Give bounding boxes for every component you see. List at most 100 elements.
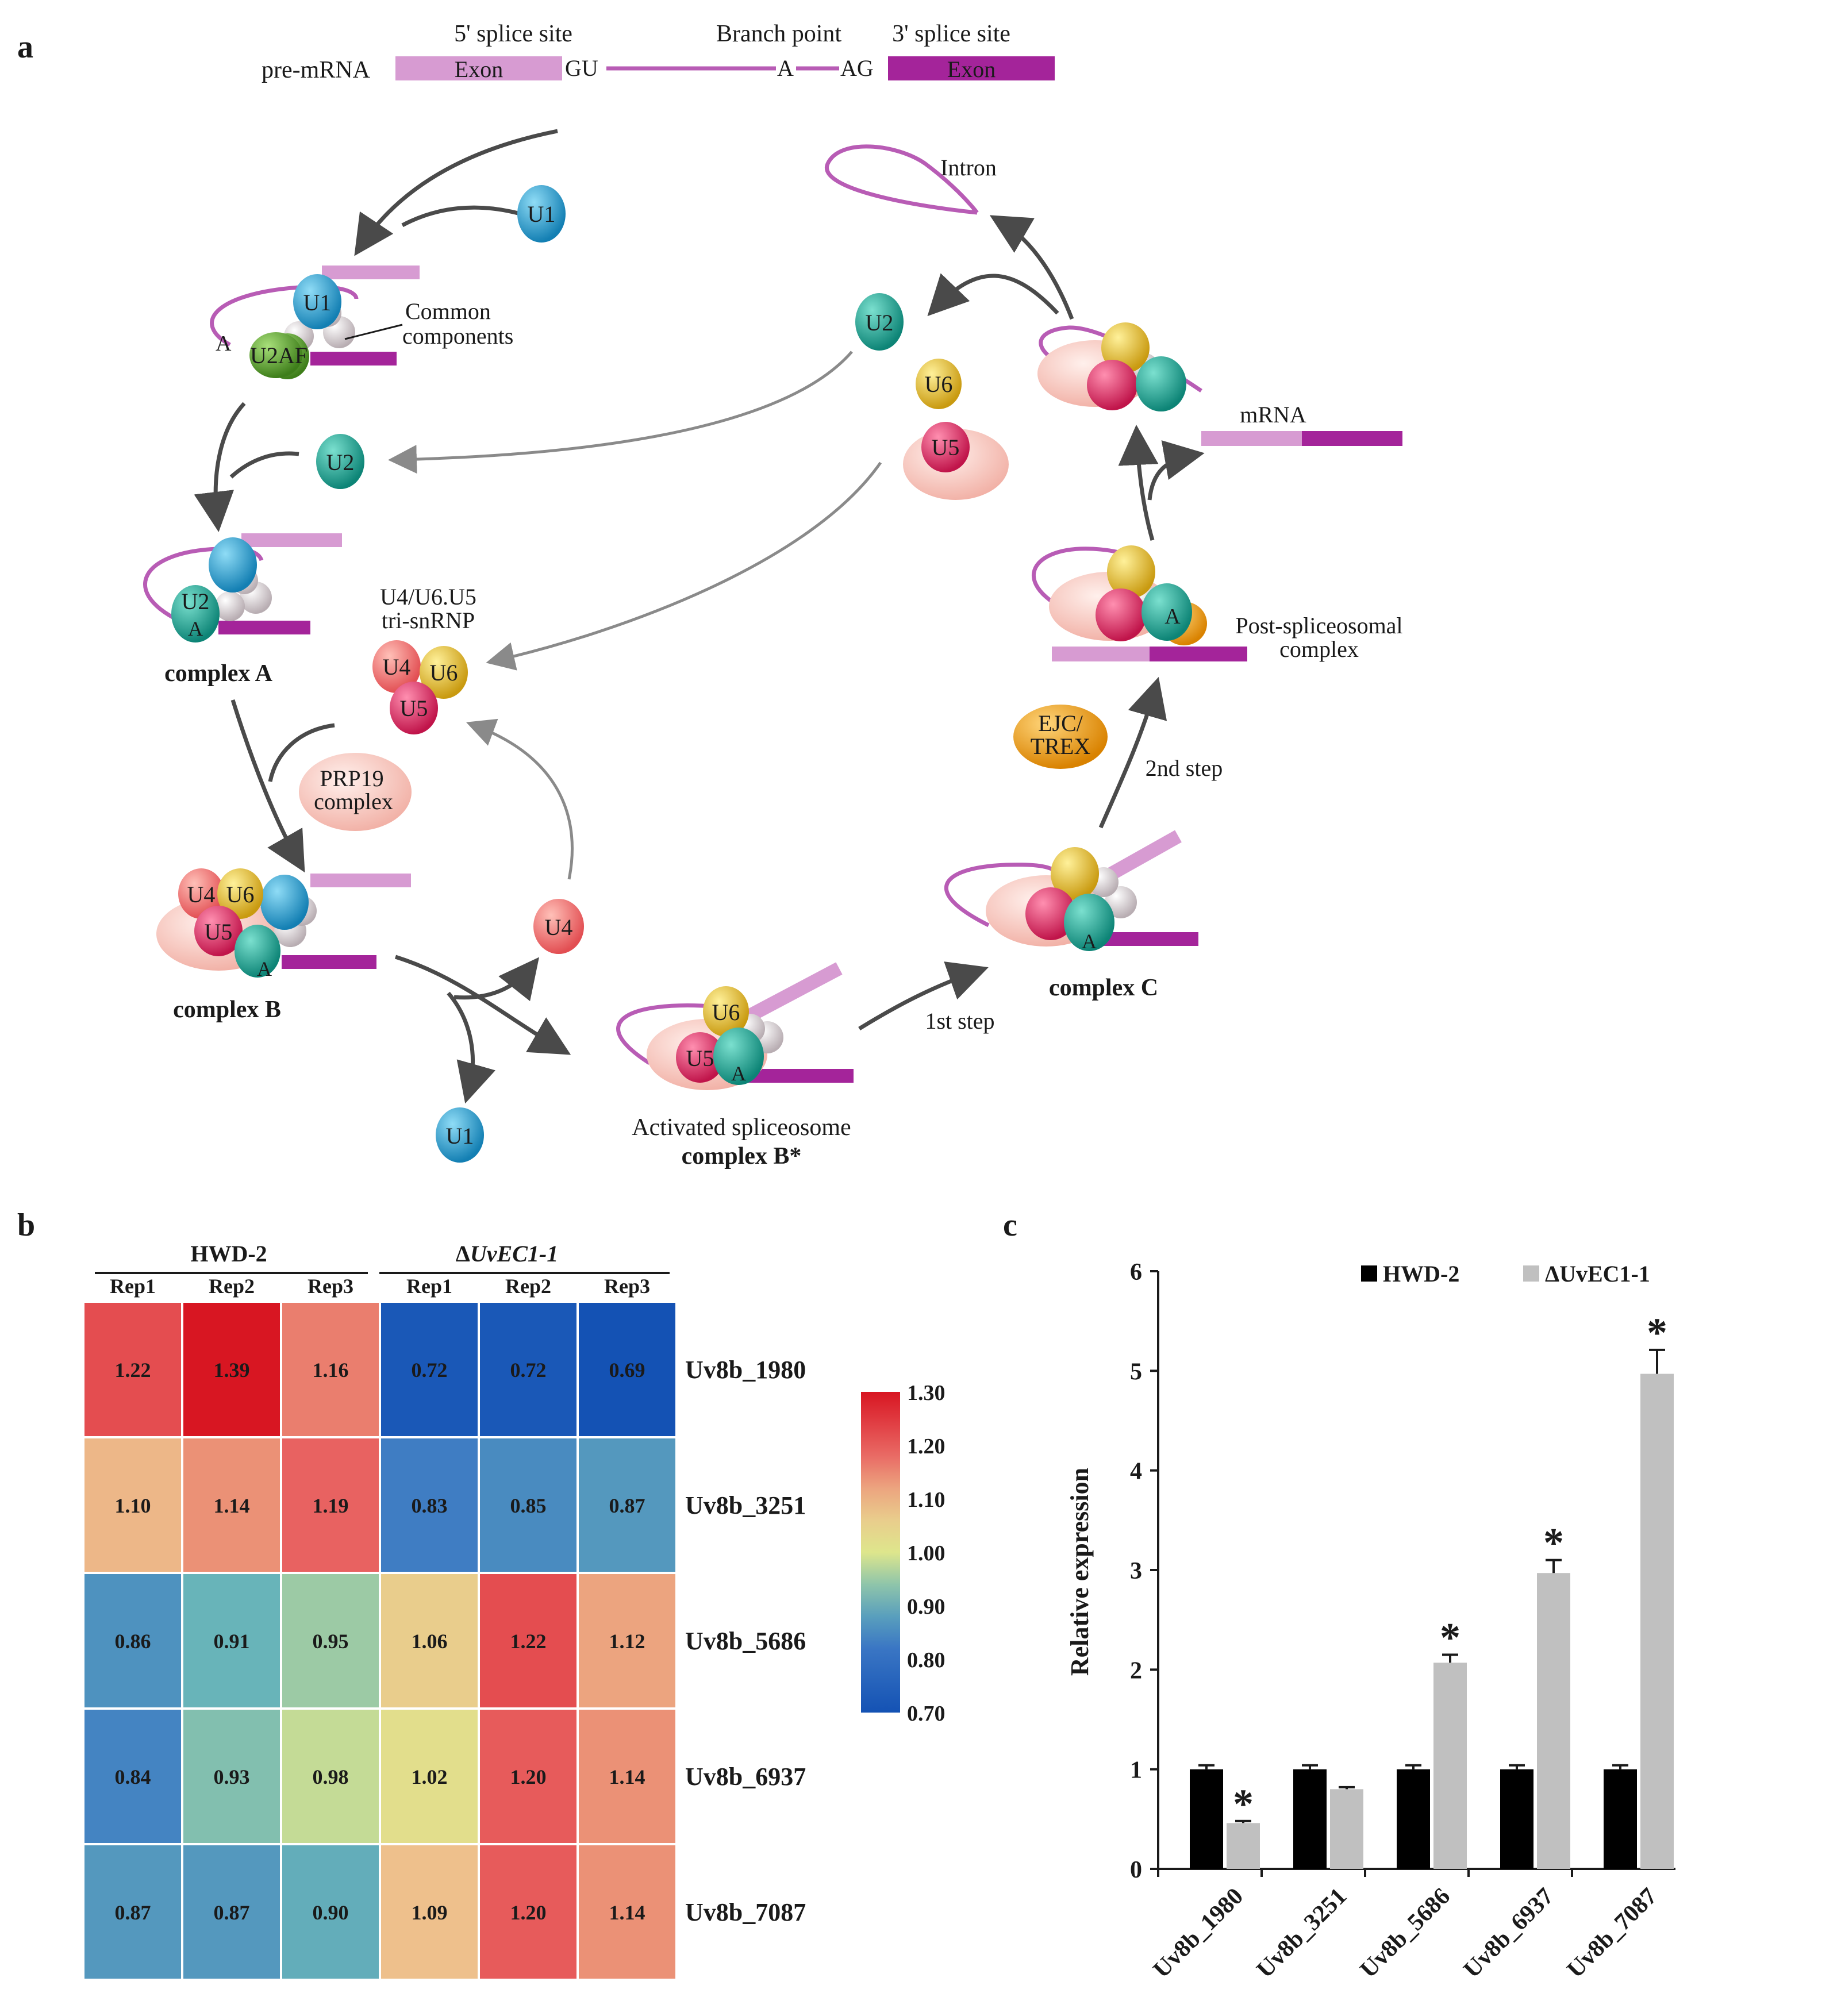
heatmap-value: 1.12 <box>609 1630 645 1653</box>
heatmap-value: 1.20 <box>510 1901 547 1924</box>
bstar-label-2: complex B* <box>682 1143 802 1169</box>
u4-ball <box>533 899 584 954</box>
mrna: mRNA <box>1201 402 1402 446</box>
arrow-tri-join <box>268 723 335 782</box>
heatmap-cell <box>82 1707 183 1845</box>
arrow-bstar-to-c <box>858 961 989 1030</box>
e-exon-light <box>322 266 420 279</box>
arrow-to-mrna-branch <box>1147 440 1205 501</box>
exon-2 <box>888 56 1055 80</box>
heatmap-cell <box>181 1301 282 1438</box>
ejc-label-1: EJC/ <box>1038 710 1083 736</box>
heatmap-value: 0.69 <box>609 1359 645 1382</box>
significance-star: * <box>1647 1310 1667 1356</box>
u2-particle-left: U2 <box>316 434 364 489</box>
b-u4-label: U4 <box>187 882 216 907</box>
u2-right-label: U2 <box>866 310 894 336</box>
c-u2-ball <box>1064 894 1114 951</box>
post-u6-ball <box>1107 545 1155 598</box>
tri-u6-label: U6 <box>430 660 458 686</box>
u1-particle: U1 <box>517 185 566 243</box>
arrow-b-to-bstar <box>394 955 571 1055</box>
mrna-exon-light <box>1201 431 1302 446</box>
b-u5-ball <box>194 906 243 956</box>
complex-a-label: complex A <box>164 660 272 687</box>
chart-legend: HWD-2 ΔUvEC1-1 <box>1361 1261 1650 1287</box>
u1-released: U1 <box>436 1107 484 1163</box>
u1-label: U1 <box>528 201 556 227</box>
u2-left-ball <box>316 434 364 489</box>
significance-star: * <box>1440 1614 1460 1660</box>
e-common-2: components <box>402 323 513 349</box>
rep-header: Rep1 <box>110 1275 156 1298</box>
heatmap-value: 1.02 <box>412 1765 448 1788</box>
arrow-to-u2-right <box>927 273 1059 317</box>
complex-c-label: complex C <box>1049 975 1158 1001</box>
colorbar-tick: 1.30 <box>907 1381 946 1405</box>
a-u2-label: U2 <box>182 588 210 614</box>
heatmap-value: 1.14 <box>214 1494 250 1517</box>
bar-hwd <box>1293 1769 1327 1869</box>
a-exon-light <box>241 533 342 547</box>
heatmap-cell <box>576 1707 678 1845</box>
heatmap-value: 0.91 <box>214 1630 250 1653</box>
bstar-u6-ball <box>703 986 749 1037</box>
e-common-1: Common <box>405 298 491 324</box>
arrow-u4-recycle <box>466 718 574 880</box>
intron-loop <box>825 144 979 215</box>
intron-label: Intron <box>940 155 997 180</box>
u5-free-label: U5 <box>932 434 960 460</box>
e-a-label: A <box>216 332 232 356</box>
u2-left-label: U2 <box>326 449 355 475</box>
heatmap-value: 0.95 <box>313 1630 349 1653</box>
tri-title-1: U4/U6.U5 <box>380 584 476 610</box>
bar-hwd <box>1500 1769 1533 1869</box>
colorbar-tick: 1.20 <box>907 1434 946 1459</box>
arrow-u1-release <box>447 991 496 1104</box>
tri-snrnp: U4/U6.U5 tri-snRNP U4 U6 U5 <box>372 584 476 734</box>
gene-label: Uv8b_6937 <box>685 1763 806 1791</box>
prp19-label-1: PRP19 <box>320 765 383 791</box>
a-a-label: A <box>188 617 203 640</box>
bstar-label-1: Activated spliceosome <box>632 1114 851 1141</box>
post-u2-ball <box>1142 583 1192 641</box>
y-tick-label: 2 <box>1130 1657 1142 1684</box>
colorbar-tick: 1.10 <box>907 1488 946 1512</box>
branch-label: Branch point <box>716 21 841 47</box>
bstar-a-label: A <box>731 1062 746 1085</box>
a-exon-dark <box>218 621 310 634</box>
legend-swatch-mut <box>1523 1265 1539 1282</box>
panel-a: a pre-mRNA Exon GU A AG Exon 5' splice s… <box>17 21 1403 1169</box>
heatmap-value: 1.20 <box>510 1765 547 1788</box>
heatmap-cell <box>379 1436 480 1574</box>
u5-free-ball <box>921 422 970 472</box>
post-u5-ball <box>1096 588 1146 641</box>
x-tick-label: Uv8b_6937 <box>1459 1883 1559 1983</box>
bstar-exon-dark <box>744 1069 854 1083</box>
post-spliceosomal-complex: A Post-spliceosomal complex <box>1032 545 1403 662</box>
y-tick-label: 5 <box>1130 1359 1142 1385</box>
heatmap-cell <box>82 1843 183 1981</box>
e-exon-dark <box>310 352 397 366</box>
post-label-1: Post-spliceosomal <box>1235 613 1402 638</box>
heatmap-value: 1.22 <box>510 1630 547 1653</box>
heatmap-cell <box>181 1436 282 1574</box>
heatmap-cell <box>82 1436 183 1574</box>
heatmap-value: 1.09 <box>412 1901 448 1924</box>
rep-header: Rep3 <box>308 1275 353 1298</box>
mrna-label: mRNA <box>1240 402 1306 428</box>
bstar-u5-label: U5 <box>686 1045 714 1071</box>
gene-label: Uv8b_1980 <box>685 1356 806 1384</box>
heatmap-value: 1.19 <box>313 1494 349 1517</box>
gene-label: Uv8b_7087 <box>685 1898 806 1926</box>
heatmap-value: 0.83 <box>412 1494 448 1517</box>
tri-u6-ball <box>420 646 468 699</box>
exon-2-label: Exon <box>947 56 996 82</box>
arrow-a-to-b <box>230 699 305 873</box>
u1-ball <box>517 185 566 243</box>
prp19-blob <box>299 753 412 831</box>
u4-particle: U4 <box>533 899 584 954</box>
legend-label-mut: ΔUvEC1-1 <box>1545 1261 1650 1287</box>
